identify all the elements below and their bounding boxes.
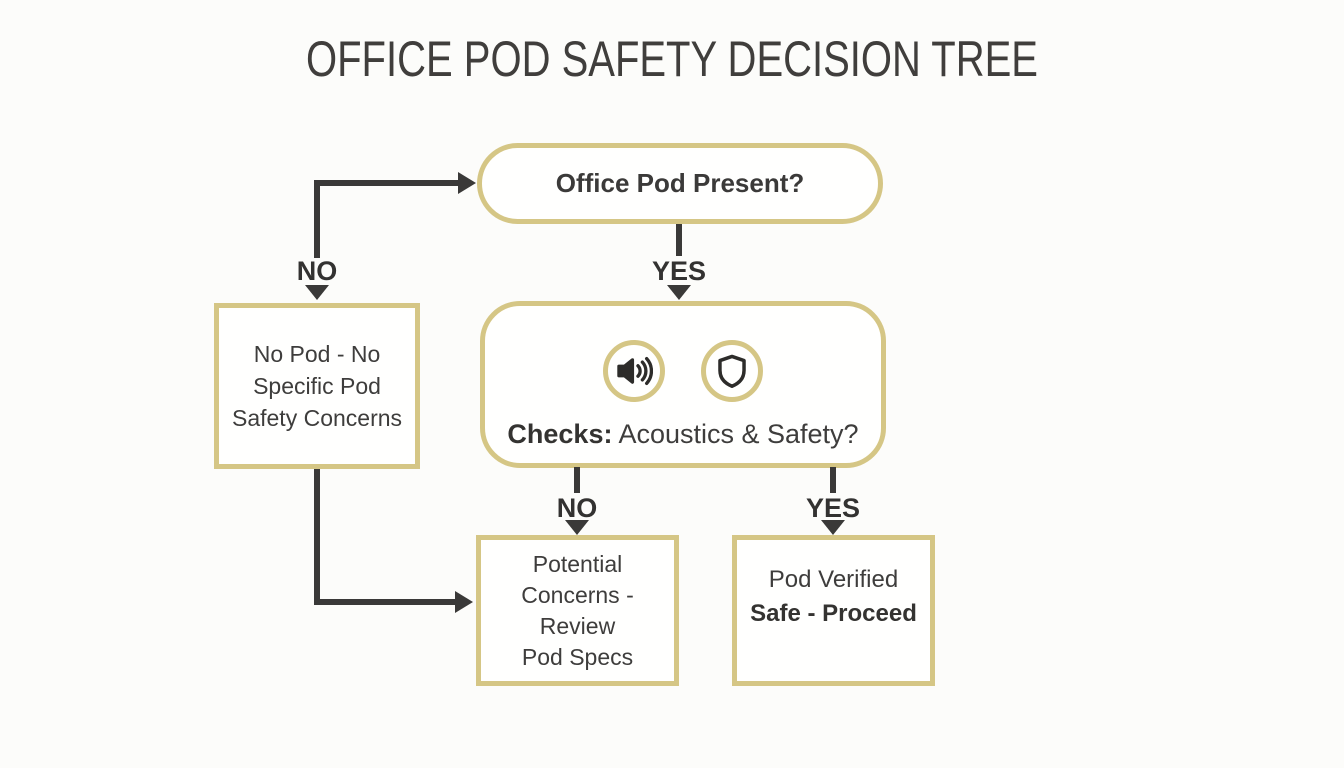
node-verified-line2: Safe - Proceed — [750, 599, 917, 627]
shield-icon — [701, 340, 763, 402]
node-potential-line1: Potential — [532, 550, 623, 577]
edge-label-no-top: NO — [296, 256, 338, 286]
node-no-pod: No Pod - No Specific Pod Safety Concerns — [214, 303, 420, 469]
node-pod-verified: Pod Verified Safe - Proceed — [732, 535, 935, 686]
connector-no-bottom-vertical — [574, 467, 580, 493]
node-no-pod-line2: Specific Pod — [253, 373, 381, 399]
checks-icon-row — [603, 340, 763, 402]
arrowhead-into-potential-left — [455, 591, 473, 613]
arrowhead-into-checks — [667, 285, 691, 300]
node-pod-present-label: Office Pod Present? — [555, 168, 805, 198]
arrowhead-into-potential-top — [565, 520, 589, 535]
arrowhead-into-verified-top — [821, 520, 845, 535]
connector-no-pod-down — [314, 469, 320, 605]
node-checks: Checks: Acoustics & Safety? — [480, 301, 886, 468]
connector-yes-top-vertical — [676, 224, 682, 256]
page-title: OFFICE POD SAFETY DECISION TREE — [306, 31, 1038, 87]
arrowhead-into-no-pod — [305, 285, 329, 300]
node-potential-line3: Pod Specs — [521, 643, 634, 670]
node-no-pod-line3: Safety Concerns — [231, 405, 403, 431]
node-potential-line2: Concerns - Review — [521, 581, 634, 639]
edge-label-no-bottom: NO — [556, 493, 598, 523]
speaker-icon — [603, 340, 665, 402]
node-checks-label-question: Acoustics & Safety? — [612, 419, 859, 449]
node-verified-line1: Pod Verified — [768, 565, 899, 593]
connector-no-top-horizontal — [314, 180, 461, 186]
connector-yes-bottom-vertical — [830, 467, 836, 493]
edge-label-yes-top: YES — [651, 256, 707, 286]
arrowhead-into-pod-present — [458, 172, 476, 194]
node-checks-label-prefix: Checks: — [507, 419, 613, 449]
connector-no-pod-right — [314, 599, 457, 605]
node-no-pod-line1: No Pod - No — [253, 341, 381, 367]
node-pod-present: Office Pod Present? — [477, 143, 883, 224]
edge-label-yes-bottom: YES — [805, 493, 861, 523]
node-potential-concerns: Potential Concerns - Review Pod Specs — [476, 535, 679, 686]
node-checks-label: Checks: Acoustics & Safety? — [507, 419, 858, 450]
connector-no-top-vertical — [314, 180, 320, 258]
